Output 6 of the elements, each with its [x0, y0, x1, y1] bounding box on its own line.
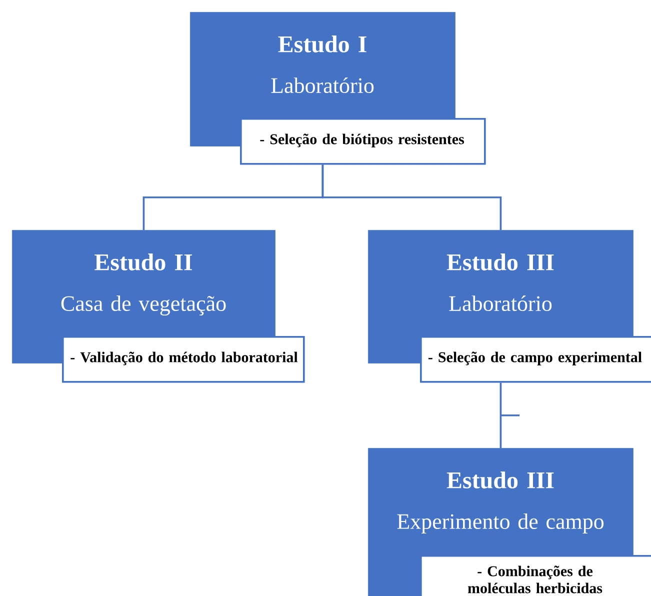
note-box: - Validação do método laboratorial	[62, 336, 305, 383]
note-box: - Seleção de biótipos resistentes	[240, 118, 486, 165]
connector-line	[500, 382, 520, 448]
connector-line	[322, 164, 502, 230]
note-box: - Combinações de moléculas herbicidas	[420, 555, 651, 596]
note-box: - Seleção de campo experimental	[420, 336, 651, 383]
